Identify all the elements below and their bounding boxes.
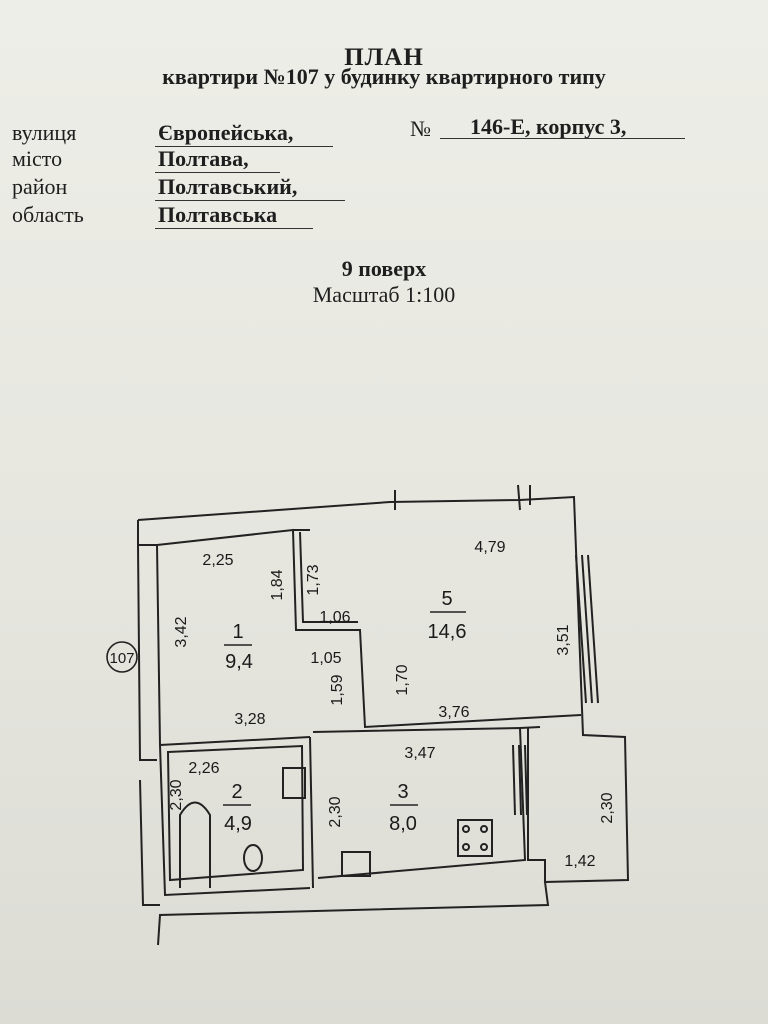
dim-corridor-h: 1,06 — [319, 609, 350, 626]
room5-number: 5 — [441, 588, 452, 610]
floor-label: 9 поверх — [341, 256, 427, 281]
city-label: місто — [12, 146, 63, 171]
region-value: Полтавська — [158, 202, 278, 227]
region-label: область — [12, 202, 84, 227]
dim-room1-bottom: 3,28 — [234, 711, 265, 728]
toilet — [243, 844, 263, 872]
interior-walls — [166, 531, 546, 889]
dim-wall-v2: 1,70 — [394, 664, 411, 695]
plan-subtitle: квартири №107 у будинку квартирного типу — [162, 64, 606, 89]
street-value: Європейська, — [158, 120, 294, 145]
outer-wall — [137, 495, 630, 946]
apartment-marker: 107 — [109, 650, 134, 667]
window-room3 — [512, 744, 528, 816]
city-value: Полтава, — [158, 146, 249, 171]
plan-title: ПЛАН — [344, 44, 424, 71]
bathtub — [179, 801, 211, 888]
room3-number: 3 — [397, 781, 408, 803]
apartment-marker-circle — [106, 641, 138, 673]
stove — [457, 819, 493, 857]
dim-corridor-v: 1,73 — [305, 564, 322, 595]
sink — [282, 767, 306, 799]
kitchen-sink — [341, 851, 371, 877]
room5-area: 14,6 — [428, 621, 467, 643]
dim-room5-bottom: 3,76 — [438, 704, 469, 721]
dim-room3-top: 3,47 — [404, 745, 435, 762]
dim-room1-notch: 1,05 — [310, 650, 341, 667]
wall-break-top — [394, 484, 531, 511]
dim-room5-top: 4,79 — [474, 539, 505, 556]
room1-number: 1 — [232, 621, 243, 643]
dim-room3-left: 2,30 — [327, 796, 344, 827]
room2-area: 4,9 — [224, 813, 252, 835]
window-room5 — [575, 554, 599, 704]
dim-balcony-bottom: 1,42 — [564, 853, 595, 870]
dim-wall-v1: 1,59 — [329, 674, 346, 705]
room3-area: 8,0 — [389, 813, 417, 835]
dim-room1-top: 2,25 — [202, 552, 233, 569]
number-underline — [440, 138, 685, 139]
street-underline — [155, 146, 333, 147]
city-underline — [155, 172, 280, 173]
district-value: Полтавський, — [158, 174, 298, 199]
room1-area: 9,4 — [225, 651, 253, 673]
dim-balcony-right: 2,30 — [599, 792, 616, 823]
district-underline — [155, 200, 345, 201]
street-label: вулиця — [12, 120, 77, 145]
number-value: 146-Е, корпус 3, — [470, 114, 627, 139]
dim-room1-right: 1,84 — [269, 569, 286, 600]
dim-room2-top: 2,26 — [188, 760, 219, 777]
number-label: № — [410, 116, 431, 141]
dim-room2-left: 2,30 — [168, 779, 185, 810]
scale-label: Масштаб 1:100 — [312, 282, 456, 307]
dim-room1-left: 3,42 — [173, 616, 190, 647]
district-label: район — [12, 174, 68, 199]
room2-number: 2 — [231, 781, 242, 803]
dim-room5-right: 3,51 — [555, 624, 572, 655]
region-underline — [155, 228, 313, 229]
